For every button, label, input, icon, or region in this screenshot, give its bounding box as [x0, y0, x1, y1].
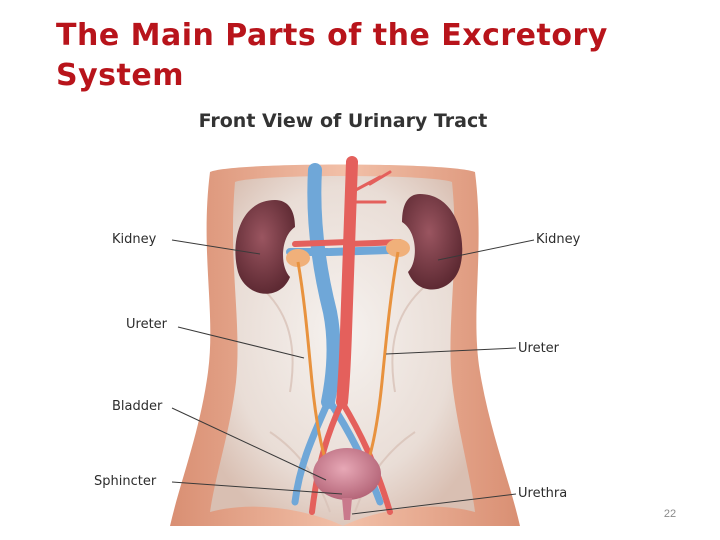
slide-title: The Main Parts of the Excretory System: [56, 18, 608, 93]
kidney-right-shape: [402, 194, 463, 290]
kidney-left-shape: [235, 200, 295, 294]
label-ureter-right: Ureter: [518, 341, 560, 356]
ureter-left: [296, 261, 330, 468]
page-number: 22: [663, 508, 677, 520]
label-kidney-left: Kidney: [112, 232, 157, 247]
bladder-shape: [313, 448, 381, 500]
vena-cava: [307, 163, 341, 409]
ureter-right: [364, 251, 400, 468]
diagram-heading: Front View of Urinary Tract: [198, 110, 488, 132]
leader-lines: [171, 239, 535, 515]
label-sphincter: Sphincter: [94, 474, 157, 489]
anatomy-illustration: [170, 156, 535, 526]
label-urethra: Urethra: [518, 486, 568, 501]
label-bladder: Bladder: [112, 399, 163, 414]
label-kidney-right: Kidney: [536, 232, 581, 247]
urethra-shape: [342, 498, 352, 520]
aorta: [336, 156, 358, 408]
urinary-tract-diagram: Front View of Urinary Tract Kidney Kidne…: [90, 102, 596, 526]
label-ureter-left: Ureter: [126, 317, 168, 332]
